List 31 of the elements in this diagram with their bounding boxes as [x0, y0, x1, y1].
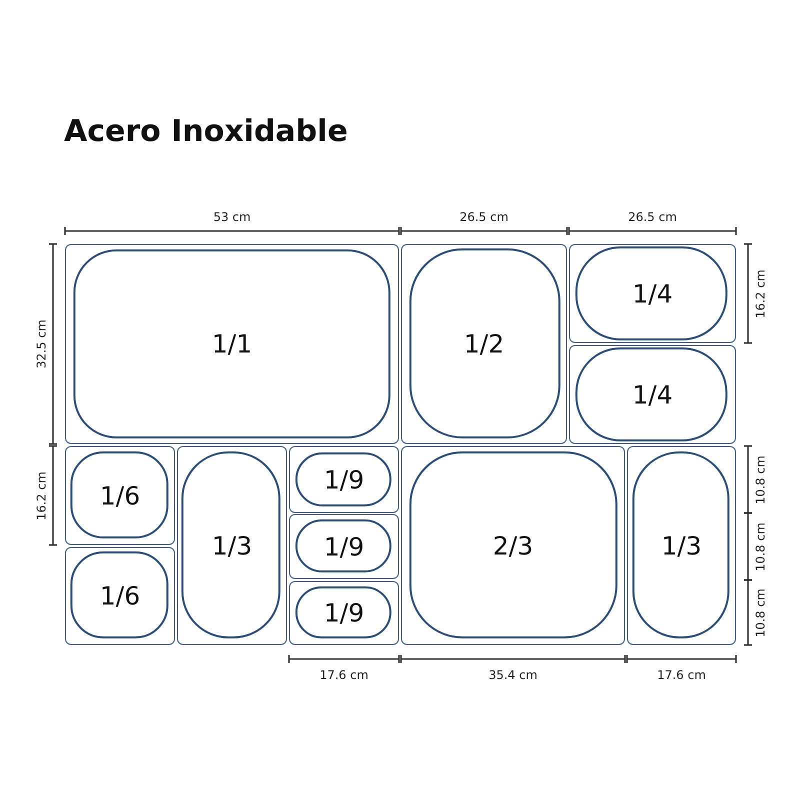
pan-tray: [65, 547, 175, 645]
pan-tray: [289, 514, 399, 579]
dimension-label: 26.5 cm: [460, 210, 508, 224]
fraction-label: 2/3: [492, 531, 534, 560]
dimension-label: 17.6 cm: [320, 668, 368, 682]
dimension-label: 17.6 cm: [657, 668, 706, 682]
fraction-label: 1/2: [464, 330, 504, 358]
fraction-label: 1/1: [212, 330, 252, 358]
pan-tray: [627, 446, 736, 645]
dimension-label: 16.2 cm: [753, 269, 767, 318]
fraction-label: 1/4: [632, 279, 673, 308]
pan-tray: [289, 446, 399, 513]
title: Acero Inoxidable: [64, 114, 348, 149]
fraction-label: 1/4: [632, 380, 673, 409]
dimension-label: 10.8 cm: [753, 588, 767, 637]
dimension-label: 53 cm: [213, 210, 251, 224]
fraction-label: 1/9: [324, 598, 364, 628]
dimension-label: 26.5 cm: [628, 210, 677, 224]
fraction-label: 1/6: [100, 481, 140, 510]
dimension-label: 35.4 cm: [488, 668, 538, 682]
dimension-label: 10.8 cm: [753, 522, 767, 571]
dimension-label: 16.2 cm: [34, 471, 48, 520]
fraction-label: 1/9: [324, 465, 364, 494]
fraction-label: 1/6: [100, 582, 140, 610]
fraction-label: 1/3: [212, 531, 252, 560]
dimension-label: 10.8 cm: [753, 455, 767, 504]
fraction-label: 1/3: [661, 531, 702, 560]
fraction-label: 1/9: [324, 532, 364, 561]
pan-tray: [289, 581, 399, 645]
dimension-label: 32.5 cm: [34, 320, 48, 368]
pan-tray: [65, 446, 175, 545]
